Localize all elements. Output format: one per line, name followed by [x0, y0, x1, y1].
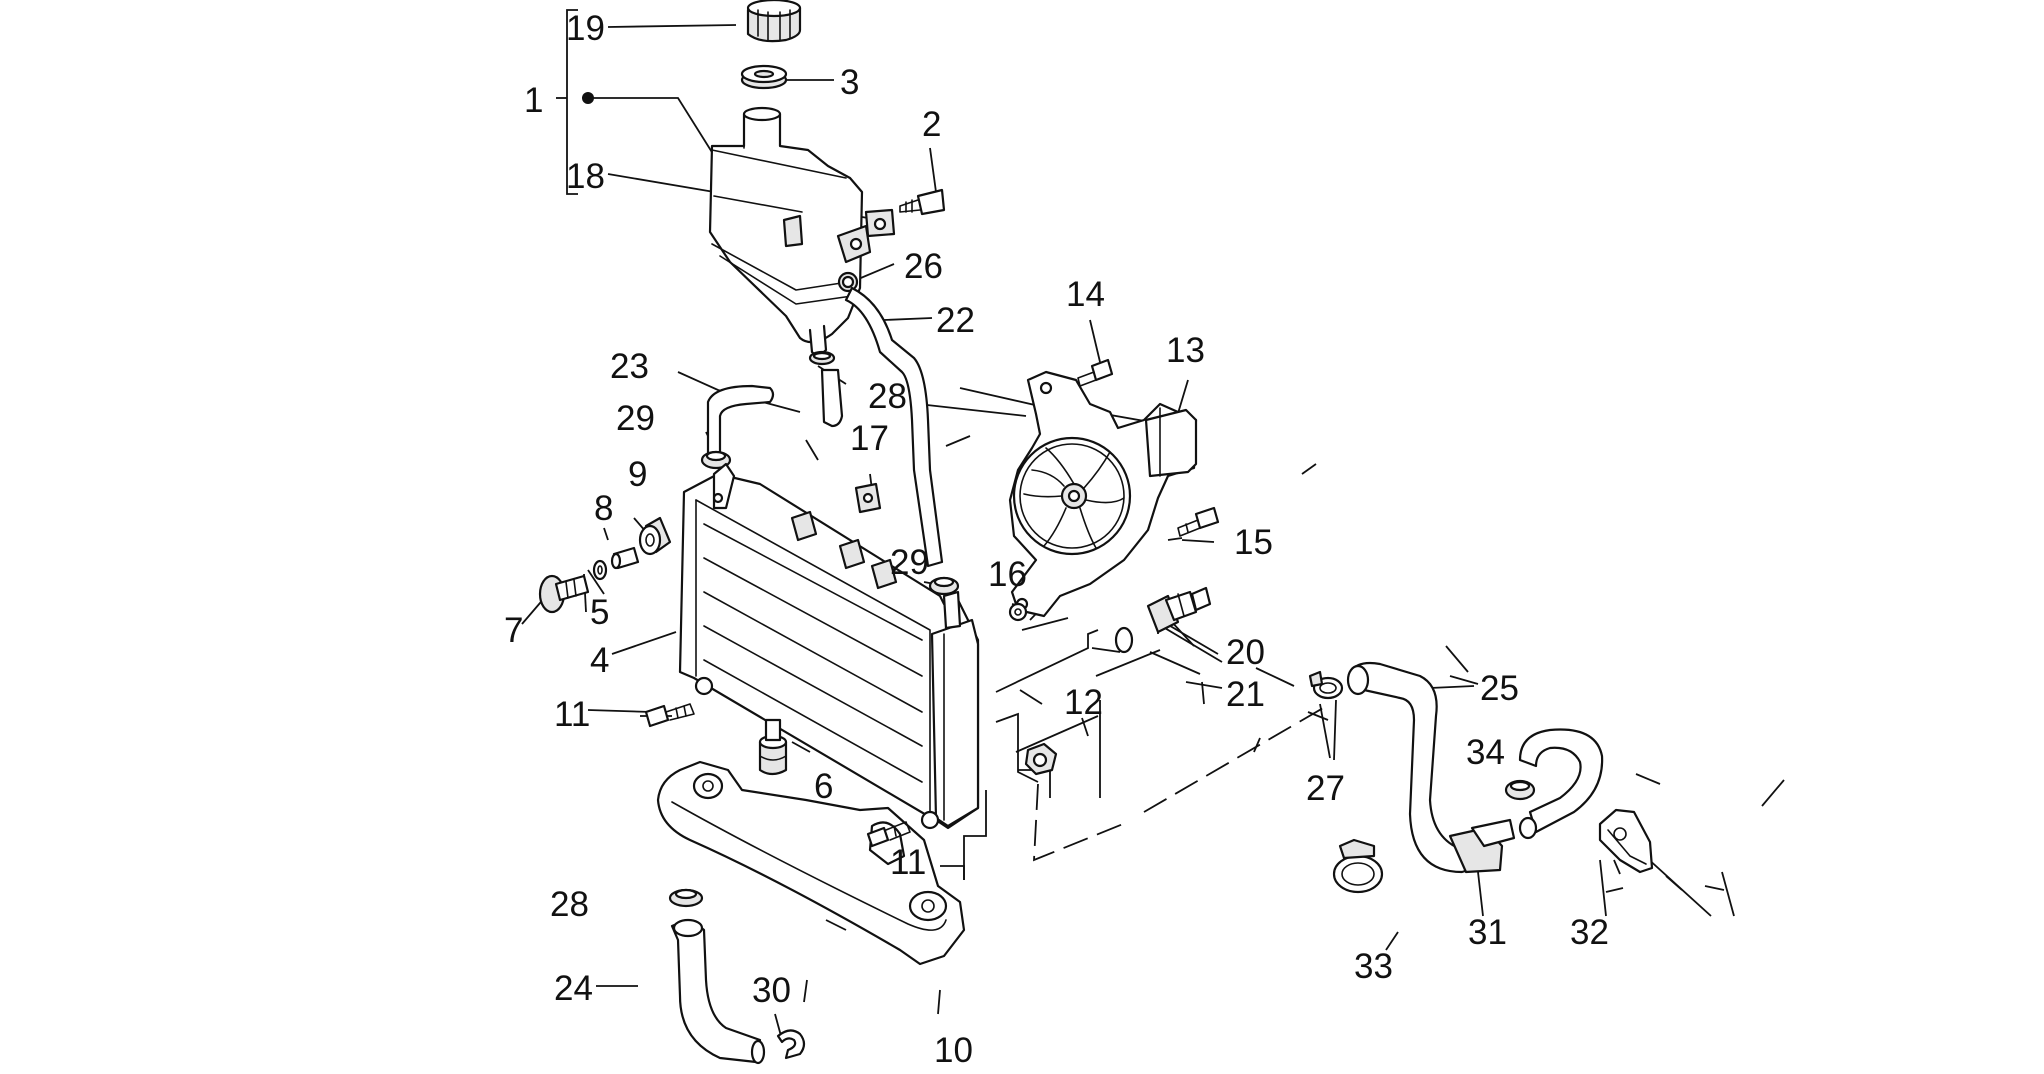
label-part-30: 30 — [752, 971, 791, 1010]
bolt-7 — [538, 574, 590, 614]
label-part-2: 2 — [922, 105, 941, 144]
hose-24 — [670, 918, 766, 1065]
label-part-7: 7 — [504, 611, 523, 650]
label-part-4: 4 — [590, 641, 609, 680]
label-part-13: 13 — [1166, 331, 1205, 370]
label-part-22: 22 — [936, 301, 975, 340]
label-part-19: 19 — [566, 9, 605, 48]
radiator-cover — [656, 760, 966, 966]
label-part-5: 5 — [590, 593, 609, 632]
screw-11-left — [644, 703, 695, 728]
label-part-31: 31 — [1468, 913, 1507, 952]
label-part-11-bottom: 11 — [890, 843, 926, 882]
label-part-25: 25 — [1480, 669, 1519, 708]
label-part-34: 34 — [1466, 733, 1505, 772]
label-part-3: 3 — [840, 63, 859, 102]
label-part-29-left: 29 — [616, 399, 655, 438]
screw-11-bottom — [866, 821, 911, 848]
hose-clamp-27 — [1308, 670, 1344, 700]
o-ring-21 — [1114, 626, 1134, 654]
hose-clamp-28-bottom — [668, 888, 704, 908]
filler-cap — [746, 0, 802, 43]
rubber-mount-6 — [758, 718, 788, 776]
label-part-8: 8 — [594, 489, 613, 528]
hose-clamp-29-right — [928, 576, 960, 596]
thermo-switch — [1146, 586, 1212, 634]
hose-22 — [844, 286, 944, 568]
label-part-20: 20 — [1226, 633, 1265, 672]
clip-nut-18 — [864, 208, 896, 238]
hose-23 — [706, 368, 844, 456]
bracket-32 — [1598, 808, 1654, 874]
label-part-11-left: 11 — [554, 695, 590, 734]
label-part-23: 23 — [610, 347, 649, 386]
spacer-8 — [610, 546, 640, 570]
hose-clamp-34 — [1504, 779, 1536, 801]
screw-2 — [899, 188, 946, 216]
hose-clamp-26 — [837, 271, 859, 293]
clip-17 — [854, 482, 882, 514]
hose-clamp-29-left — [700, 450, 732, 470]
label-part-28-bottom: 28 — [550, 885, 589, 924]
nut-12 — [1024, 742, 1058, 776]
radiator — [678, 462, 980, 830]
label-part-29-right: 29 — [890, 543, 929, 582]
grommet-9 — [638, 516, 672, 556]
hose-bracket-31 — [1448, 818, 1516, 874]
label-part-1: 1 — [524, 81, 543, 120]
label-part-6: 6 — [814, 767, 833, 806]
assembly-lines — [940, 629, 1331, 880]
cooling-fan — [1008, 370, 1198, 618]
label-part-24: 24 — [554, 969, 593, 1008]
label-part-14: 14 — [1066, 275, 1105, 314]
label-part-32: 32 — [1570, 913, 1609, 952]
label-part-18: 18 — [566, 157, 605, 196]
label-part-28-top: 28 — [868, 377, 907, 416]
screw-15 — [1177, 506, 1220, 537]
screw-14 — [1077, 358, 1114, 387]
hose-clamp-33 — [1332, 838, 1384, 894]
washer-5 — [592, 559, 608, 581]
label-part-33: 33 — [1354, 947, 1393, 986]
washer-16 — [1008, 602, 1028, 622]
hose-clamp-30 — [776, 1029, 806, 1060]
label-part-17: 17 — [850, 419, 889, 458]
expansion-tank — [708, 106, 872, 356]
label-part-9: 9 — [628, 455, 647, 494]
label-part-15: 15 — [1234, 523, 1273, 562]
part-labels: 1 2 3 4 5 6 7 8 9 10 11 11 12 13 14 15 1… — [504, 9, 1609, 1070]
label-part-26: 26 — [904, 247, 943, 286]
label-part-12: 12 — [1064, 683, 1103, 722]
hose-loop — [1518, 728, 1604, 840]
label-part-10: 10 — [934, 1031, 973, 1070]
cap-seal — [740, 64, 788, 90]
hose-clamp-28-top — [808, 350, 836, 366]
label-part-27: 27 — [1306, 769, 1345, 808]
label-part-16: 16 — [988, 555, 1027, 594]
label-part-21: 21 — [1226, 675, 1265, 714]
